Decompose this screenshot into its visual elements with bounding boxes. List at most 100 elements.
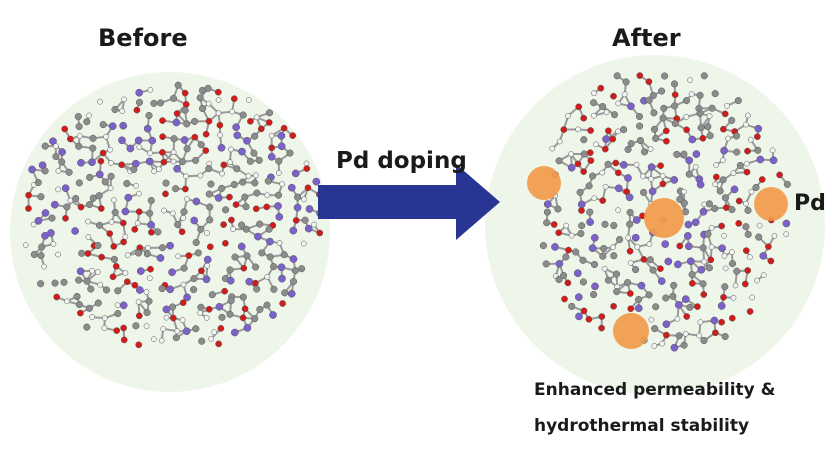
oxygen-atom [580, 168, 587, 175]
silicon-atom [61, 184, 70, 193]
hydrogen-atom [170, 158, 177, 165]
hydrogen-atom [136, 144, 143, 150]
carbon-atom [578, 222, 586, 230]
silicon-atom [551, 243, 559, 251]
oxygen-atom [744, 267, 752, 274]
carbon-atom [263, 301, 271, 309]
silicon-atom [95, 170, 104, 179]
silicon-atom [697, 265, 706, 274]
oxygen-atom [182, 101, 190, 108]
hydrogen-atom [147, 87, 154, 93]
hydrogen-atom [103, 133, 109, 140]
silicon-atom [567, 163, 576, 172]
carbon-atom [673, 150, 681, 158]
carbon-atom [294, 193, 302, 201]
oxygen-atom [181, 89, 189, 97]
carbon-atom [721, 332, 729, 341]
oxygen-atom [185, 252, 193, 259]
silicon-atom [627, 102, 635, 111]
carbon-atom [111, 208, 119, 216]
hydrogen-atom [688, 91, 695, 97]
carbon-atom [728, 116, 736, 124]
hydrogen-atom [701, 258, 707, 265]
hydrogen-atom [625, 234, 631, 241]
carbon-atom [626, 220, 634, 228]
oxygen-atom [707, 256, 715, 264]
carbon-atom [146, 209, 154, 217]
carbon-atom [256, 305, 264, 313]
oxygen-atom [77, 203, 85, 211]
oxygen-atom [683, 126, 690, 134]
oxygen-atom [721, 110, 729, 118]
oxygen-atom [159, 117, 166, 124]
silicon-atom [696, 180, 705, 189]
carbon-atom [147, 196, 155, 205]
silicon-atom [684, 242, 693, 251]
oxygen-atom [627, 305, 635, 313]
carbon-atom [627, 140, 635, 148]
hydrogen-atom [311, 221, 317, 228]
doping-arrow [318, 164, 500, 240]
carbon-atom [83, 323, 91, 331]
oxygen-atom [123, 278, 131, 286]
oxygen-atom [699, 134, 707, 142]
hydrogen-atom [215, 110, 222, 116]
oxygen-atom [601, 145, 609, 153]
carbon-atom [688, 271, 696, 279]
hydrogen-atom [651, 343, 658, 349]
silicon-atom [289, 255, 298, 263]
carbon-atom [560, 271, 568, 280]
silicon-atom [243, 136, 251, 145]
oxygen-atom [215, 340, 222, 348]
oxygen-atom [746, 308, 754, 315]
oxygen-atom [120, 238, 127, 246]
silicon-atom [730, 185, 739, 194]
hydrogen-atom [683, 114, 690, 120]
carbon-atom [145, 111, 153, 120]
carbon-atom [660, 104, 668, 112]
silicon-atom [686, 257, 695, 266]
carbon-atom [89, 134, 97, 142]
silicon-atom [305, 205, 314, 213]
carbon-atom [205, 165, 213, 173]
hydrogen-atom [743, 160, 750, 167]
silicon-atom [304, 224, 313, 233]
carbon-atom [590, 290, 598, 299]
carbon-atom [620, 126, 628, 134]
hydrogen-atom [211, 329, 218, 336]
silicon-atom [710, 316, 719, 325]
oxygen-atom [216, 121, 224, 129]
silicon-atom [121, 207, 130, 216]
carbon-atom [291, 267, 299, 275]
oxygen-atom [131, 226, 139, 233]
arrow-label: Pd doping [336, 148, 467, 174]
hydrogen-atom [208, 335, 215, 342]
hydrogen-atom [615, 100, 622, 107]
carbon-atom [700, 336, 708, 345]
silicon-atom [661, 240, 670, 248]
silicon-atom [266, 237, 274, 246]
carbon-atom [85, 201, 94, 209]
silicon-atom [166, 285, 174, 294]
carbon-atom [239, 293, 247, 301]
hydrogen-atom [301, 196, 307, 203]
oxygen-atom [170, 314, 177, 322]
carbon-atom [158, 285, 166, 293]
carbon-atom [270, 263, 278, 271]
hydrogen-atom [179, 317, 186, 323]
oxygen-atom [239, 314, 247, 322]
oxygen-atom [133, 106, 141, 114]
hydrogen-atom [687, 77, 693, 83]
carbon-atom [156, 99, 165, 107]
oxygen-atom [645, 78, 653, 86]
silicon-atom [614, 184, 623, 193]
silicon-atom [670, 176, 679, 184]
carbon-atom [34, 178, 42, 187]
oxygen-atom [160, 158, 168, 166]
hydrogen-atom [204, 230, 210, 236]
hydrogen-atom [183, 173, 189, 180]
silicon-atom [657, 277, 666, 285]
carbon-atom [63, 203, 71, 211]
oxygen-atom [776, 171, 783, 179]
silicon-atom [277, 131, 286, 140]
